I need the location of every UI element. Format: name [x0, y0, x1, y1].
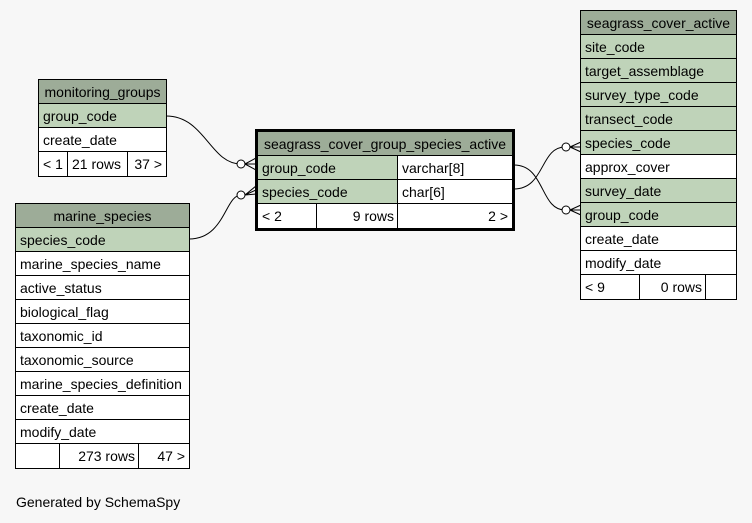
column-species-code[interactable]: species_code [16, 228, 189, 252]
column-modify-date[interactable]: modify_date [581, 251, 736, 275]
table-footer: < 9 0 rows [581, 275, 736, 299]
edge-focus-species-to-cover [513, 146, 566, 190]
footer-rows: 9 rows [316, 204, 398, 228]
footer-parents[interactable]: < 2 [262, 208, 282, 224]
footer-parents[interactable] [16, 444, 60, 468]
footer-children[interactable]: 47 > [138, 444, 189, 468]
column-group-code[interactable]: group_code varchar[8] [258, 156, 512, 180]
edge-focus-species-to-cover-zero-marker [561, 142, 571, 152]
generated-by-footer: Generated by SchemaSpy [16, 494, 181, 510]
column-target-assemblage[interactable]: target_assemblage [581, 59, 736, 83]
column-transect-code[interactable]: transect_code [581, 107, 736, 131]
edge-species-code-zero-marker [236, 190, 246, 200]
column-approx-cover[interactable]: approx_cover [581, 155, 736, 179]
column-survey-date[interactable]: survey_date [581, 179, 736, 203]
column-create-date[interactable]: create_date [16, 396, 189, 420]
table-monitoring-groups[interactable]: monitoring_groups group_code create_date… [38, 79, 167, 177]
column-site-code[interactable]: site_code [581, 35, 736, 59]
column-create-date[interactable]: create_date [39, 128, 166, 152]
edge-focus-species-to-cover-crowfoot [569, 141, 582, 153]
footer-parents[interactable]: < 9 [585, 279, 605, 295]
footer-children[interactable]: 37 > [127, 152, 166, 176]
table-seagrass-cover-group-species-active[interactable]: seagrass_cover_group_species_active grou… [255, 129, 515, 231]
table-header[interactable]: seagrass_cover_active [581, 11, 736, 35]
table-seagrass-cover-active[interactable]: seagrass_cover_active site_code target_a… [580, 10, 737, 300]
column-taxonomic-id[interactable]: taxonomic_id [16, 324, 189, 348]
table-marine-species[interactable]: marine_species species_code marine_speci… [15, 203, 190, 469]
table-header[interactable]: monitoring_groups [39, 80, 166, 104]
column-create-date[interactable]: create_date [581, 227, 736, 251]
column-species-code[interactable]: species_code char[6] [258, 180, 512, 204]
edge-species-code [188, 194, 242, 240]
column-marine-species-name[interactable]: marine_species_name [16, 252, 189, 276]
footer-children[interactable]: 2 > [397, 204, 512, 228]
column-group-code[interactable]: group_code [581, 203, 736, 227]
column-species-code[interactable]: species_code [581, 131, 736, 155]
edge-focus-group-to-cover-crowfoot [569, 204, 582, 216]
column-active-status[interactable]: active_status [16, 276, 189, 300]
edge-focus-group-to-cover [513, 164, 566, 211]
table-footer: 273 rows 47 > [16, 444, 189, 468]
column-type: char[6] [397, 180, 512, 203]
footer-rows: 273 rows [59, 444, 139, 468]
table-header[interactable]: seagrass_cover_group_species_active [258, 132, 512, 156]
column-modify-date[interactable]: modify_date [16, 420, 189, 444]
column-biological-flag[interactable]: biological_flag [16, 300, 189, 324]
column-type: varchar[8] [397, 156, 512, 179]
column-taxonomic-source[interactable]: taxonomic_source [16, 348, 189, 372]
table-header[interactable]: marine_species [16, 204, 189, 228]
column-group-code[interactable]: group_code [39, 104, 166, 128]
table-footer: < 2 9 rows 2 > [258, 204, 512, 228]
edge-group-code [165, 115, 242, 165]
footer-parents[interactable]: < 1 [43, 156, 63, 172]
footer-rows: 0 rows [639, 275, 706, 299]
footer-children[interactable] [705, 275, 736, 299]
footer-rows: 21 rows [67, 152, 128, 176]
column-marine-species-definition[interactable]: marine_species_definition [16, 372, 189, 396]
edge-group-code-crowfoot [244, 157, 257, 171]
column-survey-type-code[interactable]: survey_type_code [581, 83, 736, 107]
edge-group-code-zero-marker [236, 159, 246, 169]
edge-species-code-crowfoot [244, 185, 257, 196]
table-footer: < 1 21 rows 37 > [39, 152, 166, 176]
edge-focus-group-to-cover-zero-marker [561, 205, 571, 215]
